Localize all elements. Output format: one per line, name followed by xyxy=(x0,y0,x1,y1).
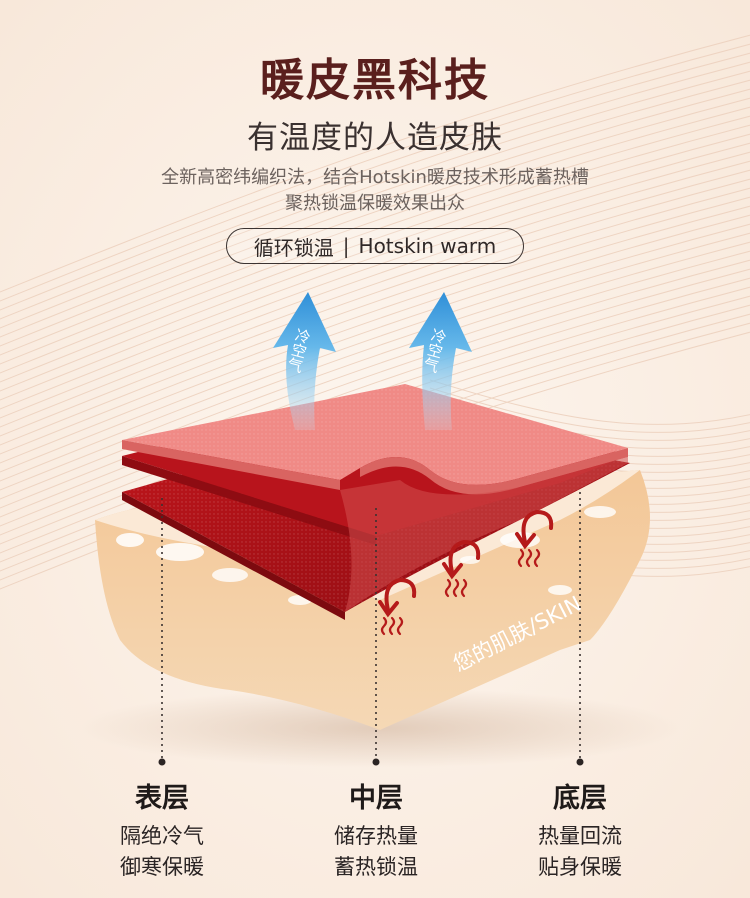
background-wave-line xyxy=(0,43,750,302)
heat-wave-line xyxy=(380,616,388,636)
layer-bottom-name: 底层 xyxy=(553,783,607,814)
heat-wave-line xyxy=(460,578,468,598)
background-wave-line xyxy=(0,70,750,329)
background-wave-line xyxy=(0,241,750,500)
background-wave-line xyxy=(429,387,750,433)
layer-surface-line1: 隔绝冷气 xyxy=(120,824,204,848)
background-wave-line xyxy=(0,34,750,293)
layer-middle-line1: 储存热量 xyxy=(334,824,418,848)
layer-bottom-line1: 热量回流 xyxy=(538,824,622,848)
background-wave-line xyxy=(0,106,750,365)
background-wave-line xyxy=(0,79,750,338)
background-wave-line xyxy=(0,52,750,311)
page-subtitle: 有温度的人造皮肤 xyxy=(247,120,503,156)
heat-curl-arrow xyxy=(384,577,417,612)
heat-wave-line xyxy=(444,578,452,598)
layer-surface-line2: 御寒保暖 xyxy=(120,855,204,879)
background-wave-line xyxy=(0,115,750,374)
description-line-2: 聚热锁温保暖效果出众 xyxy=(285,193,465,214)
top-fabric-layer xyxy=(122,384,628,612)
description-line-1: 全新高密纬编织法，结合Hotskin暖皮技术形成蓄热槽 xyxy=(161,167,589,188)
background-wave-line xyxy=(0,124,750,383)
cold-air-arrow-right xyxy=(409,292,472,430)
layer-surface-name: 表层 xyxy=(135,783,189,814)
feature-tag-en: Hotskin warm xyxy=(358,234,497,258)
heat-wave-line xyxy=(452,578,460,598)
background-wave-line xyxy=(0,160,750,419)
heat-curl-arrow xyxy=(521,509,554,544)
background-wave-line xyxy=(0,232,750,491)
background-wave-line xyxy=(0,151,750,410)
background-wave-line xyxy=(0,250,750,509)
heat-arrow-head xyxy=(442,562,463,580)
cold-air-arrow-left xyxy=(273,292,336,430)
page-title: 暖皮黑科技 xyxy=(260,55,490,106)
background-wave-line xyxy=(0,169,750,428)
background-wave-line xyxy=(0,178,750,437)
heat-wave-line xyxy=(388,616,396,636)
background-wave-line xyxy=(429,379,750,425)
guide-dot-surface xyxy=(158,758,166,766)
background-wave-line xyxy=(0,133,750,392)
guide-dot-middle xyxy=(372,758,380,766)
guide-lines xyxy=(161,492,581,760)
background-wave-line xyxy=(0,61,750,320)
feature-tag-divider: | xyxy=(342,234,350,258)
background-wave-line xyxy=(0,259,750,518)
fabric-layers-illustration: 冷空气 冷空气 您的肌肤/SKIN xyxy=(80,292,680,768)
heat-curl-arrow xyxy=(448,539,481,574)
background-wave-line xyxy=(0,88,750,347)
feature-tag: 循环锁温 | Hotskin warm xyxy=(226,228,524,264)
feature-tag-cn: 循环锁温 xyxy=(253,235,334,260)
background-wave-line xyxy=(0,97,750,356)
guide-dot-bottom xyxy=(576,758,584,766)
background-wave-line xyxy=(0,142,750,401)
heat-arrows xyxy=(378,509,554,636)
heat-arrow-head xyxy=(515,532,536,550)
heat-wave-line xyxy=(533,548,541,568)
heat-arrow-head xyxy=(378,600,399,618)
layer-middle-line2: 蓄热锁温 xyxy=(334,855,418,879)
layer-middle-name: 中层 xyxy=(349,783,403,814)
heat-wave-line xyxy=(525,548,533,568)
background-wave-line xyxy=(0,223,750,482)
heat-wave-line xyxy=(517,548,525,568)
heat-wave-line xyxy=(396,616,404,636)
layer-bottom-line2: 贴身保暖 xyxy=(538,855,622,879)
